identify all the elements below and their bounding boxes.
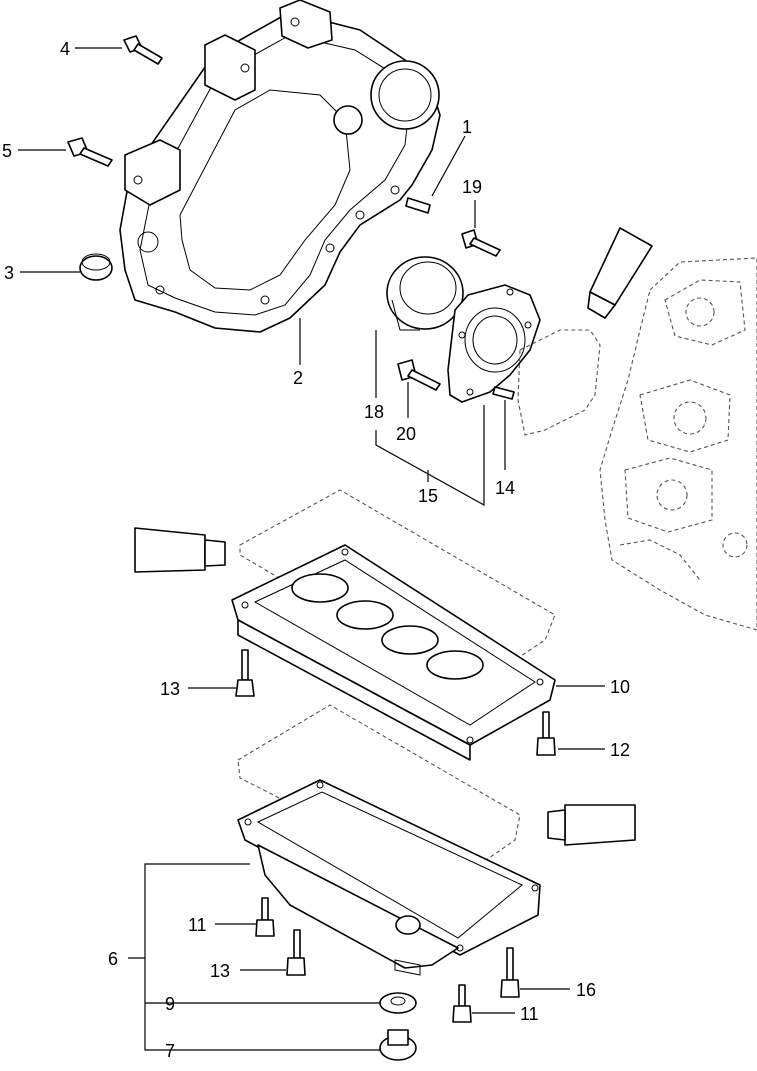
callout-5: 5 (2, 141, 12, 161)
bolt-13-upper (235, 649, 255, 697)
callout-3: 3 (4, 263, 14, 283)
pin-15 (492, 386, 515, 400)
sealant-tube-upper (587, 227, 653, 319)
leader-lines (18, 47, 605, 1051)
callout-14: 16 (576, 980, 596, 1000)
seal-ring-18 (386, 256, 464, 331)
callout-11-left: 11 (188, 915, 207, 935)
bolt-20 (397, 359, 441, 391)
bolt-13-lower (286, 929, 306, 976)
washer-9 (379, 992, 417, 1014)
seal-carrier-16 (447, 284, 541, 403)
callout-13-upper: 13 (160, 679, 180, 699)
engine-block-outline (599, 257, 757, 631)
callout-18: 18 (364, 402, 384, 422)
sealant-tube-lower (547, 804, 636, 846)
seal-gasket-ghost (517, 329, 601, 436)
callout-16: 15 (418, 486, 438, 506)
gasket-ghost-lower (237, 704, 521, 886)
callout-12: 12 (610, 740, 630, 760)
gasket-ghost-upper (239, 489, 556, 691)
plug-3 (79, 253, 113, 281)
callout-20: 20 (396, 424, 416, 444)
bolt-19 (461, 229, 501, 257)
bolt-11-right (452, 984, 472, 1023)
dowel-pin (405, 197, 431, 214)
callout-15: 14 (495, 478, 515, 498)
bolt-11-left (255, 897, 275, 937)
ladder-frame-10 (231, 544, 556, 761)
callout-2: 2 (293, 368, 303, 388)
callout-6: 6 (108, 949, 118, 969)
bolt-12 (536, 711, 556, 756)
bolt-5 (67, 137, 113, 167)
callout-9: 9 (165, 994, 175, 1014)
callout-19: 19 (462, 177, 482, 197)
callout-7: 7 (165, 1041, 175, 1061)
flywheel-housing (119, 0, 441, 333)
sealant-tube-middle (134, 527, 226, 573)
callout-11-right: 11 (520, 1004, 539, 1024)
bolt-14 (500, 947, 520, 998)
callout-10: 10 (610, 677, 630, 697)
callout-4: 4 (60, 39, 70, 59)
oil-pan-6 (237, 779, 541, 976)
bolt-4 (123, 35, 163, 65)
callout-13-lower: 13 (210, 961, 230, 981)
callout-labels: 4 5 3 2 1 19 18 20 14 15 13 10 12 11 13 … (2, 39, 630, 1061)
callout-1: 1 (462, 117, 472, 137)
drain-plug-7 (379, 1029, 417, 1061)
